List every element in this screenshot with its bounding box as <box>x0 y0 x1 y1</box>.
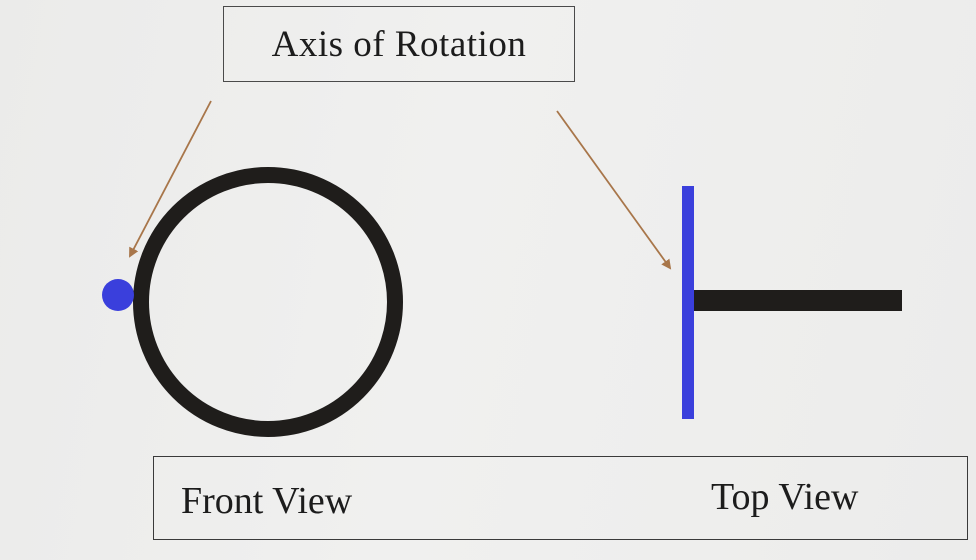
front-view-caption: Front View <box>181 480 353 522</box>
captions-box: Front View Top View <box>153 456 968 540</box>
arrow-to-top-axis <box>556 110 672 270</box>
top-view-caption: Top View <box>711 476 859 518</box>
axis-of-rotation-label: Axis of Rotation <box>271 23 527 65</box>
front-view-ring <box>133 167 403 437</box>
top-view-ring-edge <box>694 290 902 311</box>
front-view-axis-point <box>102 279 134 311</box>
arrow-to-front-axis <box>129 100 212 258</box>
top-view-axis-line <box>682 186 694 419</box>
axis-of-rotation-label-box: Axis of Rotation <box>223 6 575 82</box>
